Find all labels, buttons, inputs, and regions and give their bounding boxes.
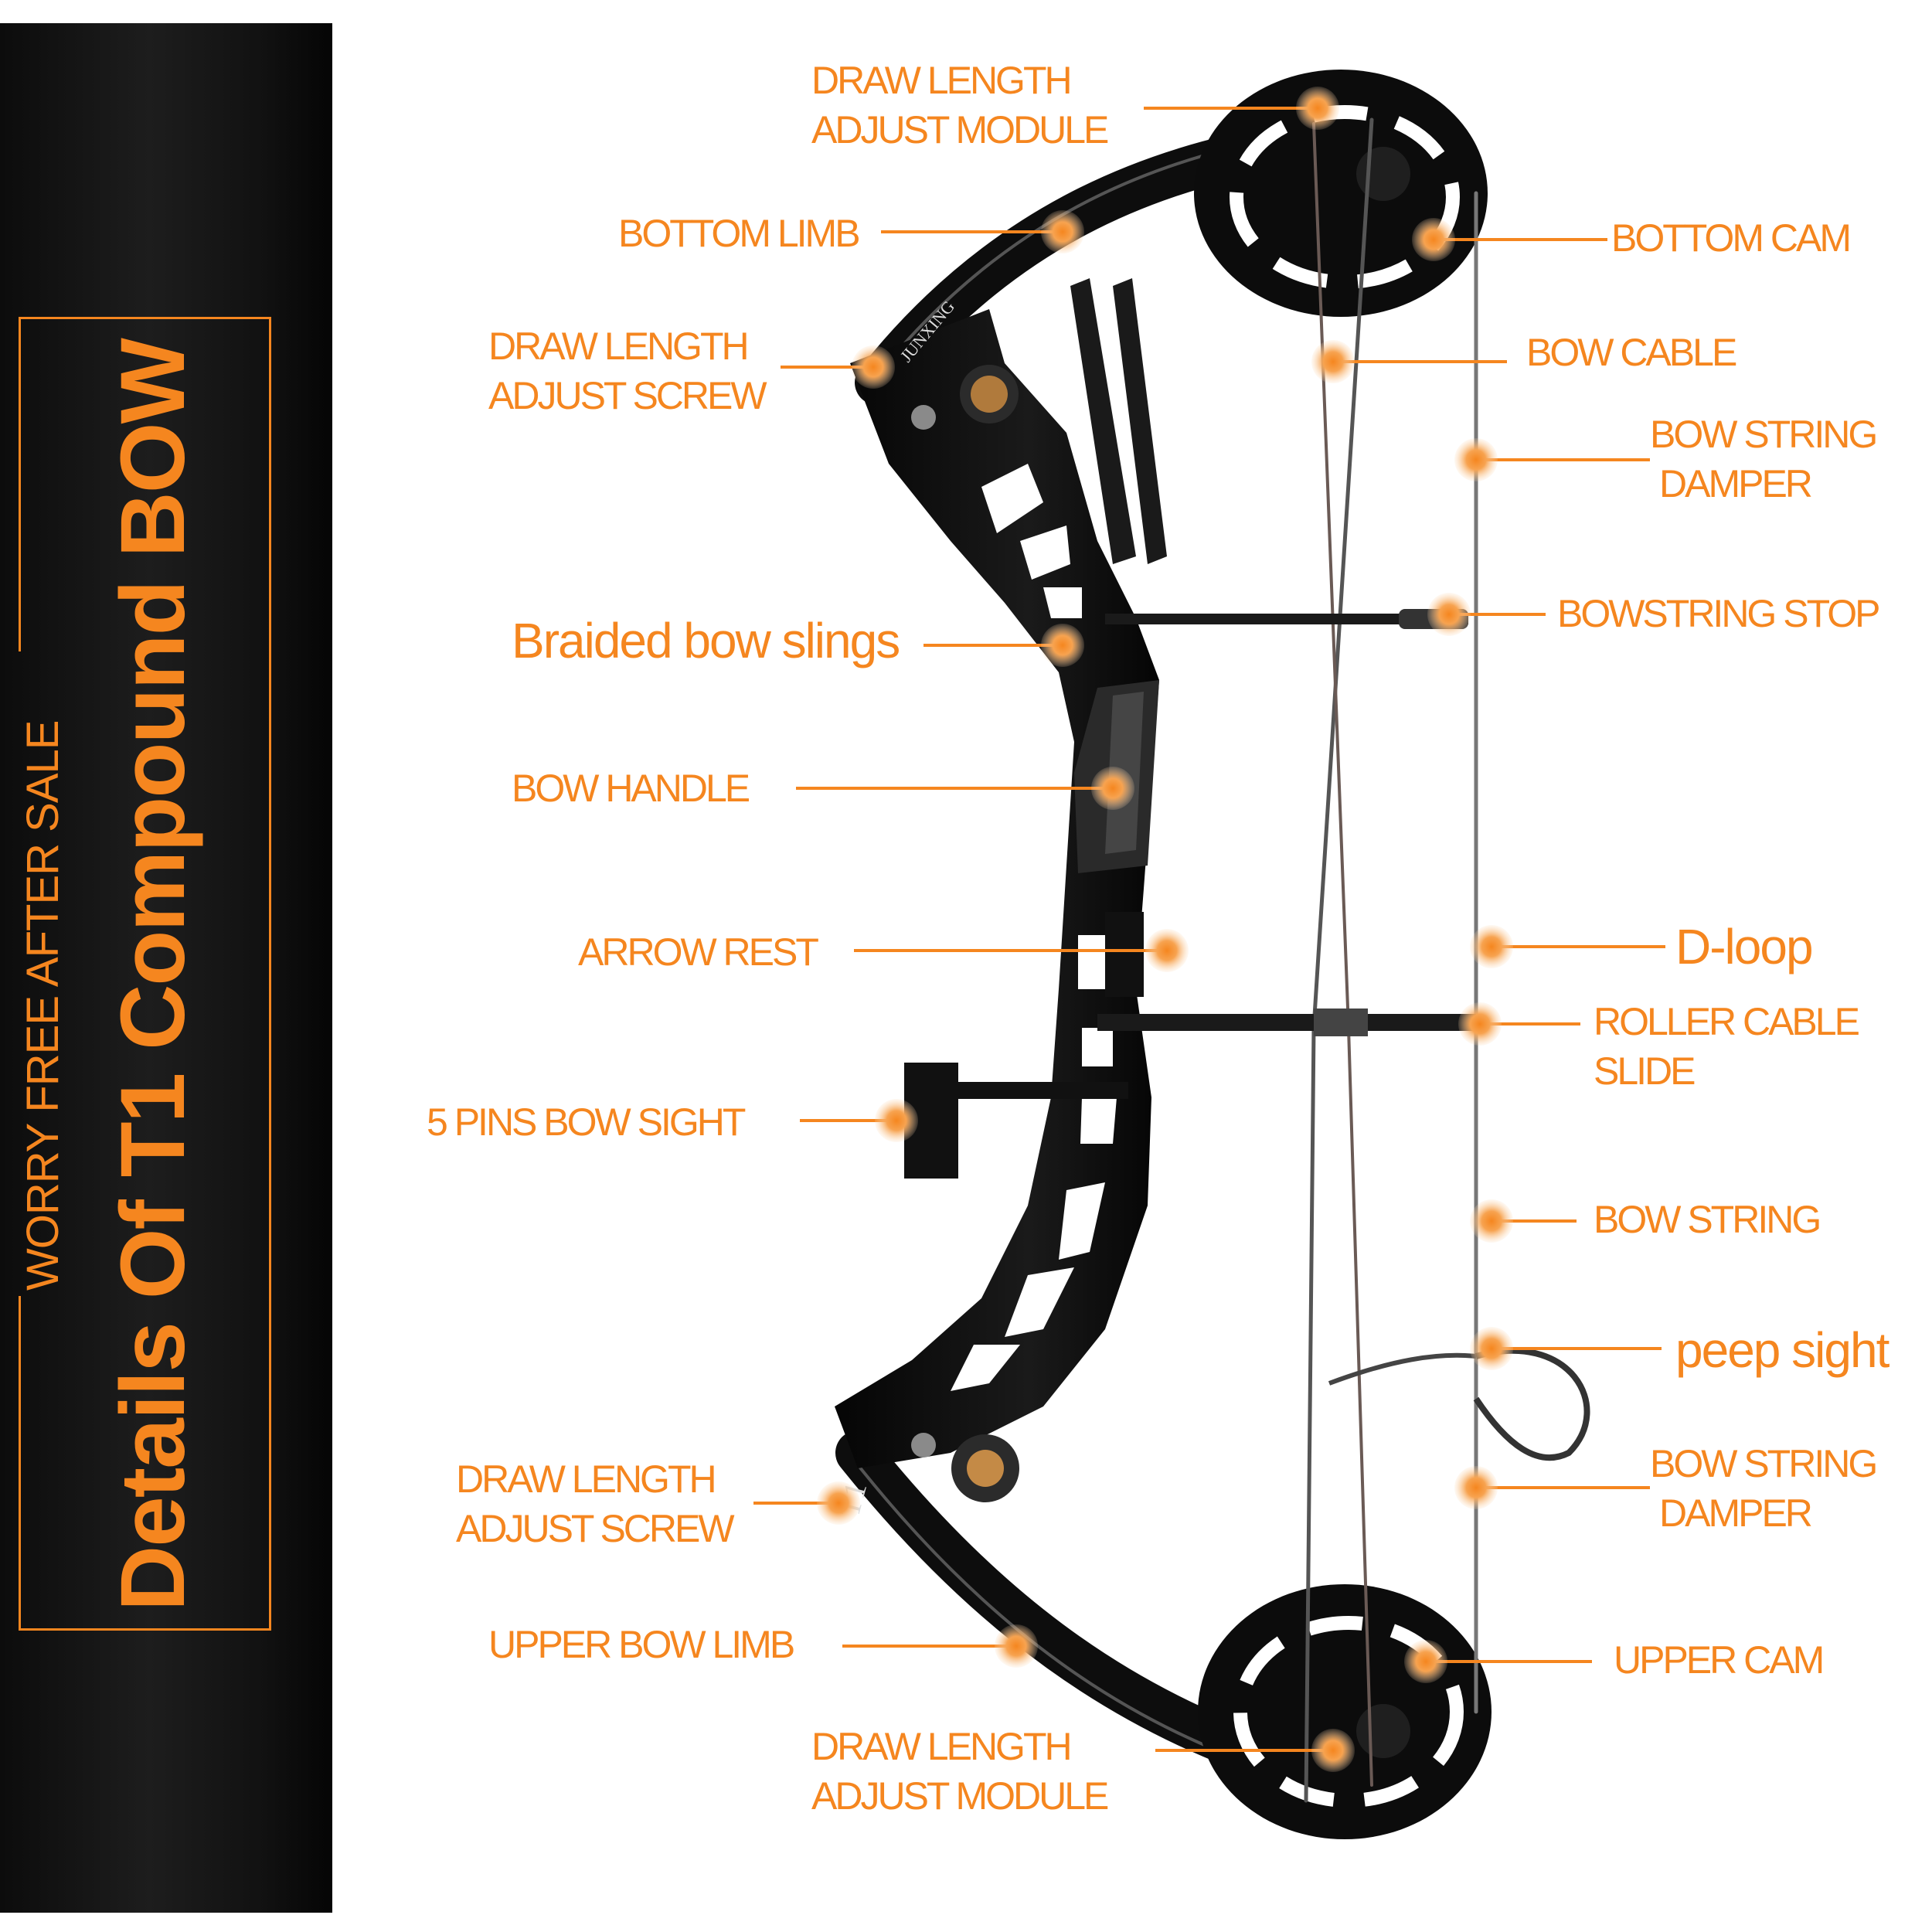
label-bow-cable: BOW CABLE: [1526, 331, 1737, 374]
sidebar-banner: WORRY FREE AFTER SALE Details Of T1 Comp…: [0, 23, 332, 1913]
callout-dot-bow-sight: [875, 1099, 918, 1142]
label-braided-bow-slings: Braided bow slings: [512, 613, 900, 668]
label-bottom-limb: BOTTOM LIMB: [618, 212, 861, 255]
label-bottom-cam: BOTTOM CAM: [1611, 216, 1852, 260]
callout-dot-arrow-rest: [1145, 929, 1189, 972]
callout-dot-upper-cam: [1404, 1640, 1447, 1683]
label-upper-cam: UPPER CAM: [1614, 1638, 1825, 1682]
callout-dots: [817, 87, 1513, 1772]
callout-dot-module-bottom: [1311, 1729, 1355, 1772]
upper-cam: [1198, 1584, 1492, 1839]
callout-dot-bow-string: [1470, 1199, 1513, 1243]
sidebar-frame: [19, 317, 271, 1631]
callout-dot-screw-top: [852, 345, 895, 389]
label-bowstring-stop: BOWSTRING STOP: [1557, 592, 1880, 635]
label-d-loop: D-loop: [1675, 919, 1814, 975]
callout-dot-bowstring-stop: [1427, 593, 1471, 636]
label-bow-handle: BOW HANDLE: [512, 767, 750, 810]
arrow-rest-body: [1105, 912, 1144, 997]
callout-dot-bow-cable: [1311, 340, 1355, 383]
callout-dot-screw-bottom: [817, 1481, 860, 1525]
callout-dot-roller: [1458, 1002, 1502, 1046]
label-5-pins-bow-sight: 5 PINS BOW SIGHT: [427, 1100, 746, 1144]
callout-dot-upper-limb: [995, 1624, 1038, 1668]
callout-dot-slings: [1041, 624, 1084, 667]
label-peep-sight: peep sight: [1675, 1322, 1889, 1378]
peep-loop: [1473, 1347, 1590, 1461]
callout-dot-damper-bottom: [1454, 1466, 1498, 1509]
label-upper-bow-limb: UPPER BOW LIMB: [488, 1623, 795, 1666]
callout-dot-module-top: [1296, 87, 1339, 130]
callout-dot-bottom-cam: [1412, 218, 1455, 261]
callout-dot-damper-top: [1454, 438, 1498, 481]
callout-dot-peep: [1470, 1327, 1513, 1370]
callout-dot-bottom-limb: [1041, 210, 1084, 253]
cable-guard-rod: [1097, 1014, 1476, 1031]
callout-dot-handle: [1091, 767, 1134, 810]
bowstring-stop-rod: [1105, 614, 1468, 624]
callout-dot-d-loop: [1470, 925, 1513, 968]
label-arrow-rest: ARROW REST: [578, 930, 819, 974]
quiver-mount: [1070, 278, 1136, 564]
label-bow-string: BOW STRING: [1594, 1198, 1821, 1241]
